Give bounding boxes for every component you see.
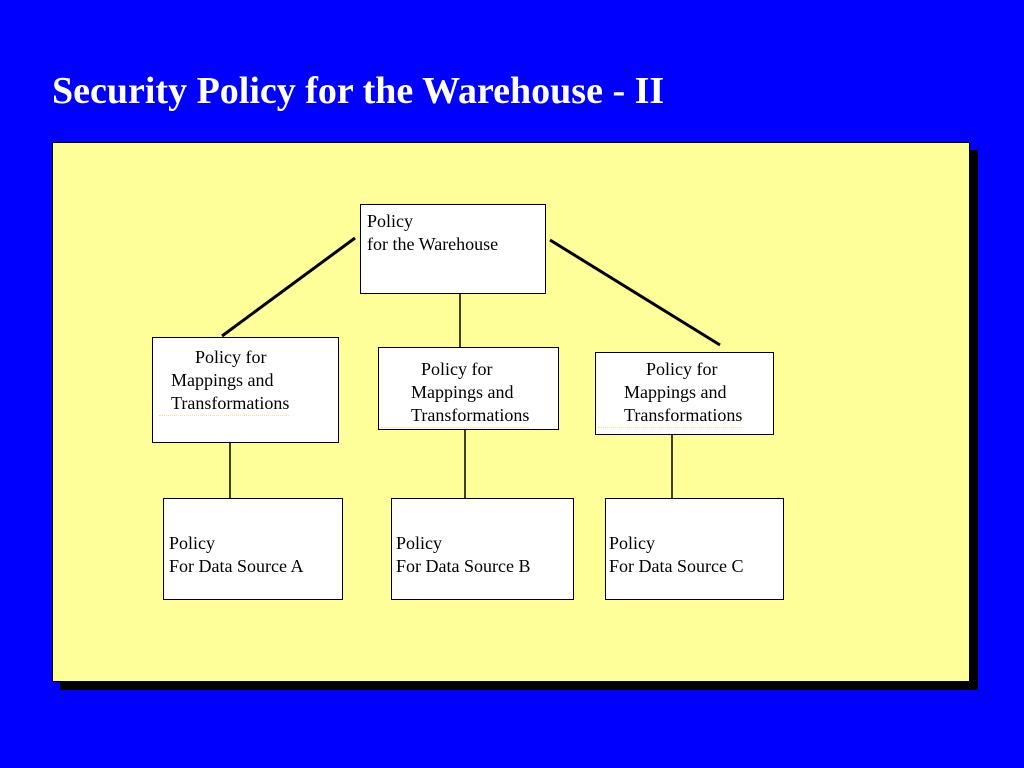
node-source-c-policy: Policy For Data Source C — [605, 498, 784, 600]
slide-title: Security Policy for the Warehouse - II — [52, 70, 665, 112]
node-label: Mappings and — [411, 382, 514, 402]
connector-root-to-mapping-1 — [221, 236, 356, 338]
connector-root-to-mapping-3 — [549, 238, 721, 347]
node-label: Policy for — [195, 347, 267, 367]
node-label: Mappings and — [171, 370, 274, 390]
node-mappings-policy-2: Policy for Mappings and Transformations — [378, 347, 559, 430]
node-warehouse-policy: Policy for the Warehouse — [360, 204, 546, 294]
node-mappings-policy-1: Policy for Mappings and Transformations — [152, 337, 339, 443]
node-label: Transformations — [381, 404, 530, 428]
node-label: Transformations — [159, 392, 290, 416]
node-label: Policy for — [421, 359, 493, 379]
node-label: Policy for — [646, 359, 718, 379]
node-label: For Data Source B — [396, 556, 531, 576]
node-label: For Data Source A — [169, 556, 304, 576]
node-label: Policy — [396, 533, 443, 553]
node-label: Policy — [609, 533, 656, 553]
node-label: for the Warehouse — [367, 234, 499, 254]
node-label: Policy — [367, 211, 414, 231]
node-label: For Data Source C — [609, 556, 744, 576]
node-source-b-policy: Policy For Data Source B — [391, 498, 574, 600]
node-label: Policy — [169, 533, 216, 553]
node-label: Transformations — [598, 404, 743, 428]
node-source-a-policy: Policy For Data Source A — [163, 498, 343, 600]
node-label: Mappings and — [624, 382, 727, 402]
node-mappings-policy-3: Policy for Mappings and Transformations — [595, 352, 774, 435]
